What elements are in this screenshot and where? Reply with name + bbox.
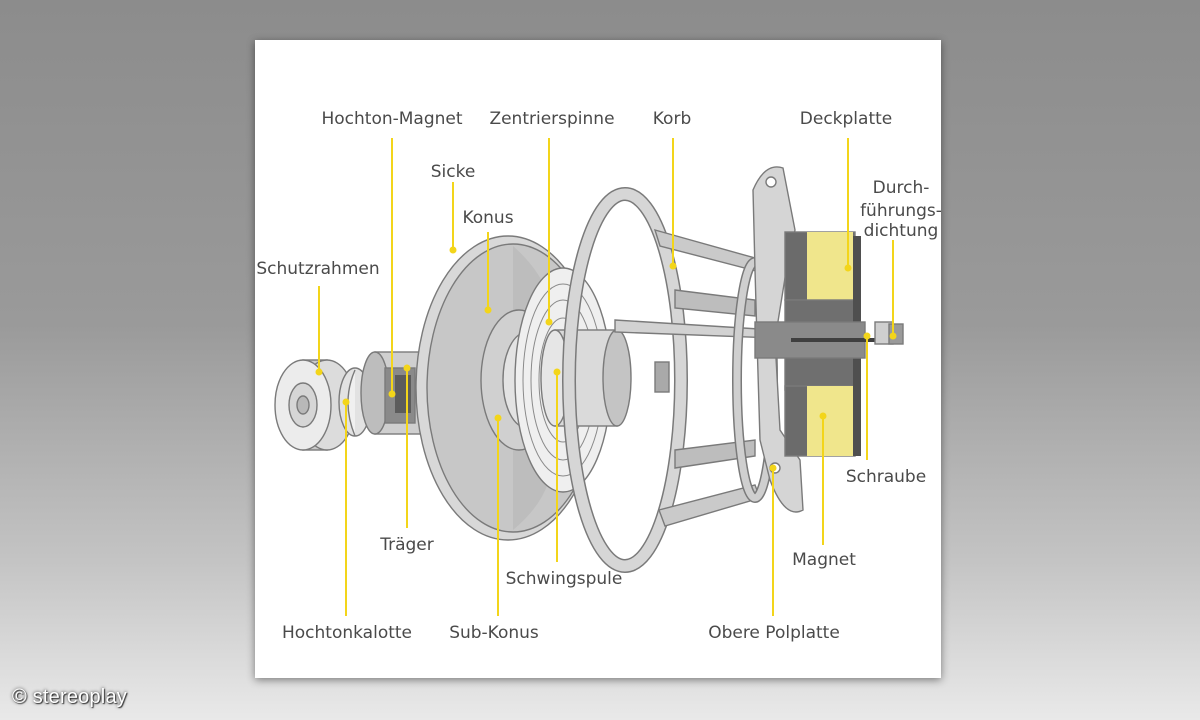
label-magnet: Magnet [792,550,856,570]
label-hochton-magnet: Hochton-Magnet [321,109,462,129]
label-schutzrahmen: Schutzrahmen [256,259,379,279]
leader-lines [315,138,897,616]
label-durch-line2: führungs- [860,201,941,221]
label-schwingspule: Schwingspule [506,569,623,589]
label-deckplatte: Deckplatte [800,109,892,129]
label-durch-line1: Durch- [873,178,930,198]
copyright-credit: © stereoplay [12,686,127,708]
label-hochtonkalotte: Hochtonkalotte [282,623,412,643]
label-schraube: Schraube [846,467,926,487]
magnet-block-part [754,231,904,457]
diagram-card: Hochton-Magnet Zentrierspinne Korb Deckp… [255,40,941,678]
labels: Hochton-Magnet Zentrierspinne Korb Deckp… [256,109,941,643]
korb-part [562,187,778,573]
schwingspule-part [540,329,632,427]
label-durch-line3: dichtung [864,221,939,241]
label-traeger: Träger [379,535,434,555]
schutzrahmen-part [274,359,356,451]
label-konus: Konus [462,208,513,228]
exploded-speaker-diagram: Hochton-Magnet Zentrierspinne Korb Deckp… [256,109,941,643]
label-sicke: Sicke [431,162,476,182]
label-zentrierspinne: Zentrierspinne [489,109,614,129]
speaker-illustration [274,166,904,573]
label-sub-konus: Sub-Konus [449,623,539,643]
label-obere-polplatte: Obere Polplatte [708,623,840,643]
label-korb: Korb [653,109,691,129]
